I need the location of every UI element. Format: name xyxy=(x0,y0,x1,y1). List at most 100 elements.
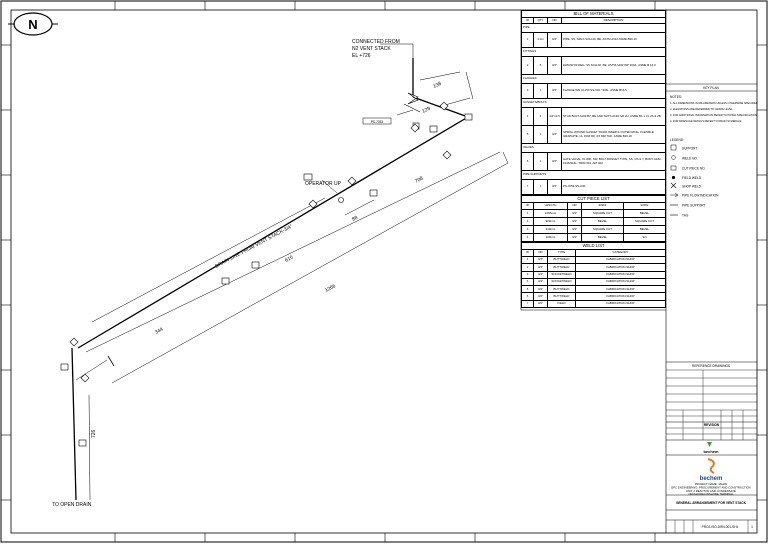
bom-cell: SPIRAL WOUND GASKET SS304 INNER & OUTER … xyxy=(561,125,666,144)
bom-section-label: PIPE xyxy=(521,23,666,33)
cut-cell: BEVEL xyxy=(623,225,666,234)
cut-cell: 3/4" xyxy=(567,225,582,234)
bom-cell: 1 xyxy=(521,32,534,48)
cut-cell: SQUARE CUT xyxy=(581,209,624,218)
cut-cell: 900mm xyxy=(533,217,568,226)
cut-list-title: CUT PIECE LIST xyxy=(521,195,666,202)
drawing-number: PROJ-ISO-DRN-001-SH1 xyxy=(702,525,739,529)
north-label: N xyxy=(28,17,37,32)
legend-support-icon xyxy=(670,144,677,151)
revision-label: REVISION xyxy=(704,423,720,427)
bom-cell: 1 xyxy=(533,179,548,195)
weld-tag xyxy=(60,363,69,371)
cut-cell: 310mm xyxy=(533,225,568,234)
bom-cell: 5 xyxy=(521,125,534,144)
svg-text:OFFSHORE/ONSHORE TERMINAL: OFFSHORE/ONSHORE TERMINAL xyxy=(688,492,734,496)
dim-1266: 1266 xyxy=(324,283,337,294)
cut-cell: BEVEL xyxy=(623,209,666,218)
logo-leaf-icon xyxy=(707,442,712,447)
bom-cell: 1 xyxy=(533,125,548,144)
connected-from-label: CONNECTED FROM N2 VENT STACK EL +726 xyxy=(352,39,400,59)
weld-header-cell: CATEGORY xyxy=(575,249,666,257)
cut-header-cell: END2 xyxy=(623,202,666,210)
weld-cell: 6 xyxy=(521,292,534,301)
bom-cell: 5 xyxy=(533,56,548,75)
legend-shop-weld-icon xyxy=(670,182,677,189)
weld-cell: SOCKETWELD xyxy=(547,277,576,287)
pipe-vertical-drop xyxy=(71,347,77,501)
svg-text:bechem: bechem xyxy=(700,476,723,482)
weld-cell: 1 xyxy=(521,255,534,265)
svg-text:2. ELEVATIONS ARE REFERRED TO: 2. ELEVATIONS ARE REFERRED TO GRADE LEVE… xyxy=(670,107,733,111)
cut-piece-tag xyxy=(221,277,230,285)
weld-cell: FABRICATION-SHOP xyxy=(575,270,666,279)
operator-up-label: OPERATOR UP xyxy=(305,181,342,187)
bom-section-row: PIPE SUPPORTS xyxy=(521,170,666,180)
weld-cell: 7 xyxy=(521,299,534,309)
bom-cell: FLANGE WN CL150 SS-304 / 304L, ASME B16.… xyxy=(561,83,666,99)
drawing-title: GENERAL ARRANGEMENT FOR VENT STACK xyxy=(676,501,747,505)
cut-piece-tag xyxy=(251,261,260,269)
weld-cell: FIELD xyxy=(547,299,576,309)
flange-icon xyxy=(107,355,115,367)
svg-text:PROJECT NAME: JAHAN: PROJECT NAME: JAHAN xyxy=(695,482,728,486)
cut-cell: 3/4" xyxy=(567,217,582,226)
weld-list-title: WELD LIST xyxy=(521,242,666,249)
logo-swoosh-icon xyxy=(707,458,715,474)
bom-cell: 7 xyxy=(521,179,534,195)
weld-cell: FABRICATION-SHOP xyxy=(575,292,666,301)
weld-cell: 3/4" xyxy=(533,285,548,294)
weld-cell: FABRICATION-SHOP xyxy=(575,277,666,287)
bom-cell: STUD BOLT A193 B7, BE AND NUTS A194 GR 2… xyxy=(561,107,666,126)
dim-88: 88 xyxy=(351,215,359,223)
bom-cell: PIPE, SS, SMLS SCH-40, BE, ASTM A312 ASM… xyxy=(561,32,666,48)
cut-cell: SQUARE CUT xyxy=(623,217,666,226)
dim-344: 344 xyxy=(154,326,164,335)
legend-flow-icon xyxy=(670,192,679,198)
legend-weld-icon xyxy=(670,154,677,161)
key-plan-title: KEY PLAN xyxy=(703,86,719,90)
dim-726: 726 xyxy=(91,429,97,438)
svg-text:NOTES:: NOTES: xyxy=(670,95,682,99)
bom-cell: ELBOW 90 DEG, SS SCH-40, BE, ASTM A403 W… xyxy=(561,56,666,75)
svg-text:WELD NO.: WELD NO. xyxy=(682,157,698,161)
svg-text:3. FOR ADDITIONAL INFORMATION: 3. FOR ADDITIONAL INFORMATION REFER TO P… xyxy=(670,113,757,117)
bom-cell: 2 xyxy=(521,56,534,75)
bom-cell: 4 xyxy=(521,107,534,126)
cut-piece-tag xyxy=(369,189,378,197)
north-arrow-icon: N xyxy=(8,12,58,36)
pipe-route xyxy=(71,58,469,501)
svg-text:UNIT 2 REACTOR AND CONDENSATE: UNIT 2 REACTOR AND CONDENSATE xyxy=(686,489,736,493)
svg-text:1. ALL DIMENSIONS IN MILLIMETE: 1. ALL DIMENSIONS IN MILLIMETERS UNLESS … xyxy=(670,101,758,105)
callout-tags xyxy=(60,101,473,447)
legend-title: LEGEND: xyxy=(670,138,684,142)
bom-cell: 1 xyxy=(533,83,548,99)
cut-cell: 1266mm xyxy=(533,209,568,218)
bom-cell: 3/4" xyxy=(547,32,562,48)
company-logo: bechem xyxy=(700,458,723,482)
support-icon xyxy=(439,101,449,111)
weld-cell: 3/4" xyxy=(533,277,548,287)
svg-text:EPC ENGINEERING, PROCUREMENT A: EPC ENGINEERING, PROCUREMENT AND CONSTRU… xyxy=(671,486,750,490)
drawing-number-grid xyxy=(674,520,749,533)
svg-text:4. FOR DRAINAGE DETAILS REFER: 4. FOR DRAINAGE DETAILS REFER TO DRAIN S… xyxy=(670,119,742,123)
cut-header-cell: ND xyxy=(567,202,582,210)
svg-text:CUT PIECE NO.: CUT PIECE NO. xyxy=(682,167,706,171)
bom-section-label: FLANGES xyxy=(521,74,666,84)
to-open-drain-label: TO OPEN DRAIN xyxy=(52,502,92,508)
weld-cell: 3/4" xyxy=(533,292,548,301)
